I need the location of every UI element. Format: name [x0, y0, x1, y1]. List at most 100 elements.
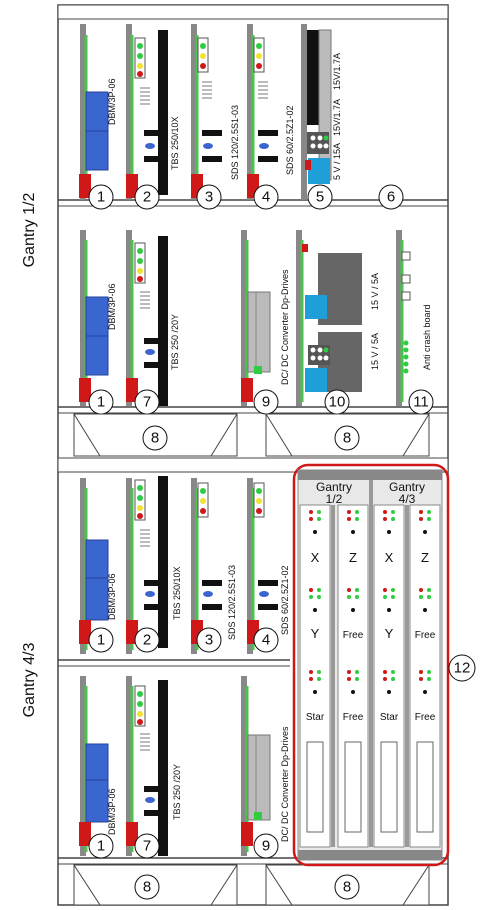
callout-7: 7: [134, 833, 160, 859]
led-icon: [391, 517, 395, 521]
svg-text:1: 1: [97, 838, 105, 855]
led-icon: [347, 670, 351, 674]
led-icon: [355, 510, 359, 514]
led-icon: [317, 677, 321, 681]
group-title: 4/3: [399, 492, 416, 506]
led-icon: [391, 510, 395, 514]
callout-1: 1: [88, 389, 114, 415]
led-icon: [355, 677, 359, 681]
card-label: TBS 250/10X: [172, 566, 182, 620]
highlight-frame: [292, 463, 450, 867]
axis-label: Y: [385, 626, 394, 641]
callout-9: 9: [253, 833, 279, 859]
led-icon: [309, 510, 313, 514]
callout-1: 1: [88, 833, 114, 859]
axis-label: Star: [306, 712, 325, 723]
led-icon: [309, 677, 313, 681]
anticrash-label: Anti crash board: [422, 304, 432, 370]
psu-label: 15 V / 5A: [370, 333, 380, 370]
psu-label: 15V/1.7A: [332, 99, 342, 136]
led-icon: [347, 588, 351, 592]
led-icon: [427, 677, 431, 681]
card-label: DBM/3P-06: [107, 78, 117, 125]
callout-9: 9: [253, 389, 279, 415]
led-icon: [419, 517, 423, 521]
indicator-dot-icon: [387, 690, 391, 694]
axis-label: X: [311, 550, 320, 565]
indicator-dot-icon: [387, 608, 391, 612]
rack-top-rail: [57, 4, 449, 20]
led-icon: [317, 670, 321, 674]
svg-text:9: 9: [262, 394, 270, 411]
led-icon: [383, 517, 387, 521]
svg-text:5: 5: [316, 189, 324, 206]
callout-7: 7: [134, 389, 160, 415]
card-label: DBM/3P-06: [107, 283, 117, 330]
indicator-dot-icon: [351, 530, 355, 534]
led-icon: [355, 517, 359, 521]
status-led-icon: [137, 43, 143, 49]
controller-module: Gantry 1/2 Gantry 4/3 X Y Star Z Free Fr…: [292, 463, 476, 867]
svg-text:7: 7: [143, 838, 151, 855]
psu-label: 15 V / 5A: [370, 273, 380, 310]
indicator-dot-icon: [423, 530, 427, 534]
led-icon: [355, 670, 359, 674]
svg-text:8: 8: [343, 879, 351, 896]
svg-text:1: 1: [97, 189, 105, 206]
axis-label: Star: [380, 712, 399, 723]
callout-4: 4: [253, 627, 279, 653]
indicator-dot-icon: [351, 690, 355, 694]
led-icon: [419, 588, 423, 592]
connector-slot: [344, 741, 362, 833]
axis-label: Z: [349, 550, 357, 565]
connector-slot: [416, 741, 434, 833]
indicator-dot-icon: [313, 690, 317, 694]
svg-text:11: 11: [413, 394, 429, 411]
led-icon: [419, 670, 423, 674]
group-title: 1/2: [326, 492, 343, 506]
led-icon: [383, 595, 387, 599]
callout-4: 4: [253, 184, 279, 210]
axis-label: Free: [415, 630, 436, 641]
led-icon: [427, 517, 431, 521]
svg-text:9: 9: [262, 838, 270, 855]
axis-label: Z: [421, 550, 429, 565]
card-label: DC/ DC Converter Dp-Drives: [280, 269, 290, 385]
card-label: TBS 250 /20Y: [172, 764, 182, 820]
group-title: Gantry: [389, 480, 425, 494]
led-icon: [347, 595, 351, 599]
indicator-dot-icon: [313, 530, 317, 534]
psu-label: 15V/1.7A: [332, 53, 342, 90]
led-icon: [309, 588, 313, 592]
led-icon: [383, 510, 387, 514]
section-a: DBM/3P-06 TBS 250/10X SDS 120/2.5S1-03: [58, 24, 448, 210]
indicator-dot-icon: [423, 690, 427, 694]
connector-slot: [380, 741, 398, 833]
led-icon: [427, 595, 431, 599]
callout-11: 11: [408, 389, 434, 415]
fan-tray: 8 8: [73, 864, 430, 906]
led-icon: [317, 510, 321, 514]
indicator-dot-icon: [387, 530, 391, 534]
led-icon: [383, 677, 387, 681]
callout-1: 1: [88, 184, 114, 210]
axis-label: Y: [311, 626, 320, 641]
led-icon: [347, 517, 351, 521]
section-b: DBM/3P-06 TBS 250 /20Y DC/ DC Converter …: [58, 230, 448, 415]
fan-tray: 8 8: [73, 413, 430, 457]
led-icon: [391, 677, 395, 681]
callout-5: 5: [307, 184, 333, 210]
svg-text:4: 4: [262, 632, 270, 649]
indicator-dot-icon: [313, 608, 317, 612]
led-icon: [347, 510, 351, 514]
led-icon: [383, 588, 387, 592]
svg-text:2: 2: [143, 632, 151, 649]
callout-3: 3: [196, 184, 222, 210]
callout-1: 1: [88, 627, 114, 653]
card-label: SDS 60/2.5Z1-02: [280, 565, 290, 635]
led-icon: [355, 595, 359, 599]
callout-2: 2: [134, 184, 160, 210]
led-icon: [317, 588, 321, 592]
axis-label: Free: [343, 712, 364, 723]
